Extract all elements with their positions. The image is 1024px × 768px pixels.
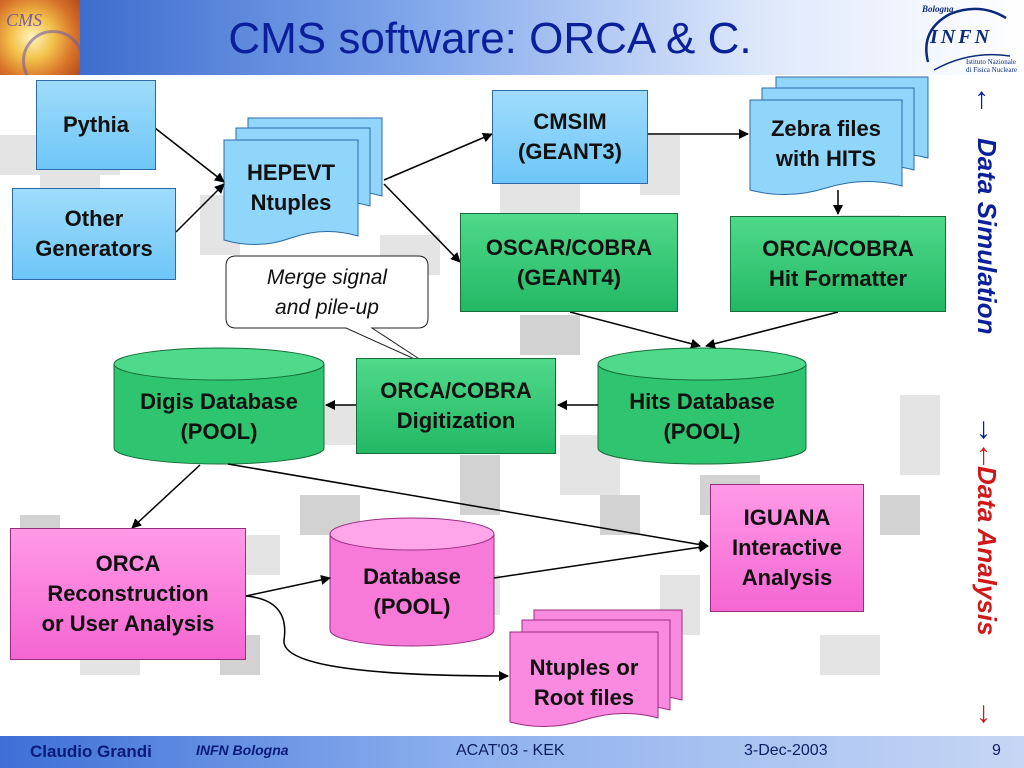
hepevt-document-stack [223, 117, 383, 246]
digis-db-label: Digis Database (POOL) [140, 389, 298, 444]
infn-subtitle-1: Istituto Nazionale [966, 58, 1016, 66]
header-bar [0, 0, 1024, 75]
arrow-orca-ntuples [245, 595, 509, 681]
up-arrow-analysis-icon: ↑ [976, 438, 991, 471]
digitization-box: ORCA/COBRA Digitization [356, 358, 556, 454]
other-generators-box: Other Generators [12, 188, 176, 280]
hits-db-label: Hits Database (POOL) [629, 389, 775, 444]
footer-event: ACAT'03 - KEK [456, 742, 565, 759]
arrow-pythia-hepevt [154, 127, 225, 183]
oscar-box: OSCAR/COBRA (GEANT4) [460, 213, 678, 312]
infn-city: Bologna [922, 4, 954, 14]
database-label: Database (POOL) [363, 564, 461, 619]
footer-date: 3-Dec-2003 [744, 742, 828, 759]
cms-logo-ring [22, 30, 80, 75]
cms-logo: CMS [0, 0, 80, 75]
ntuples-label: Ntuples or Root files [529, 655, 639, 710]
orca-reconstruction-box: ORCA Reconstruction or User Analysis [10, 528, 246, 660]
footer-bar: Claudio Grandi INFN Bologna ACAT'03 - KE… [0, 736, 1024, 768]
arrow-hepevt-oscar [383, 183, 461, 263]
arrow-oscar-hitsdb [569, 311, 701, 349]
data-simulation-label: Data Simulation [972, 138, 1002, 335]
infn-wordmark: INFN [930, 26, 993, 48]
arrow-database-iguana [493, 542, 709, 579]
down-arrow-analysis-icon: ↓ [976, 696, 991, 729]
up-arrow-icon: ↑ [974, 82, 989, 115]
down-arrow-icon: ↓ [976, 412, 991, 445]
merge-callout-text: Merge signal and pile-up [266, 266, 388, 319]
footer-institution: INFN Bologna [196, 742, 289, 758]
arrow-formatter-hitsdb [705, 311, 839, 349]
data-analysis-label: Data Analysis [972, 466, 1002, 636]
arrow-hepevt-cmsim [383, 132, 493, 181]
arrow-digisdb-iguana [227, 463, 709, 550]
ntuples-document-stack [509, 609, 683, 728]
callout-bubble [225, 255, 431, 367]
infn-logo [925, 7, 1011, 71]
cms-logo-text: CMS [6, 10, 42, 30]
zebra-label: Zebra files with HITS [770, 116, 882, 171]
hepevt-label: HEPEVT Ntuples [246, 160, 336, 215]
zebra-document-stack [749, 76, 929, 196]
pythia-box: Pythia [36, 80, 156, 170]
iguana-box: IGUANA Interactive Analysis [710, 484, 864, 612]
arrow-orca-database [245, 574, 331, 597]
arrow-digisdb-orca [131, 464, 201, 529]
arrow-generators-hepevt [175, 183, 225, 233]
footer-author: Claudio Grandi [30, 742, 152, 761]
database-cylinder [329, 517, 495, 647]
cmsim-box: CMSIM (GEANT3) [492, 90, 648, 184]
hit-formatter-box: ORCA/COBRA Hit Formatter [730, 216, 946, 312]
infn-subtitle-2: di Fisica Nucleare [966, 66, 1017, 74]
slide-title: CMS software: ORCA & C. [228, 14, 752, 63]
hits-database-cylinder [597, 347, 807, 465]
digis-database-cylinder [113, 347, 325, 465]
footer-page-number: 9 [992, 742, 1001, 759]
